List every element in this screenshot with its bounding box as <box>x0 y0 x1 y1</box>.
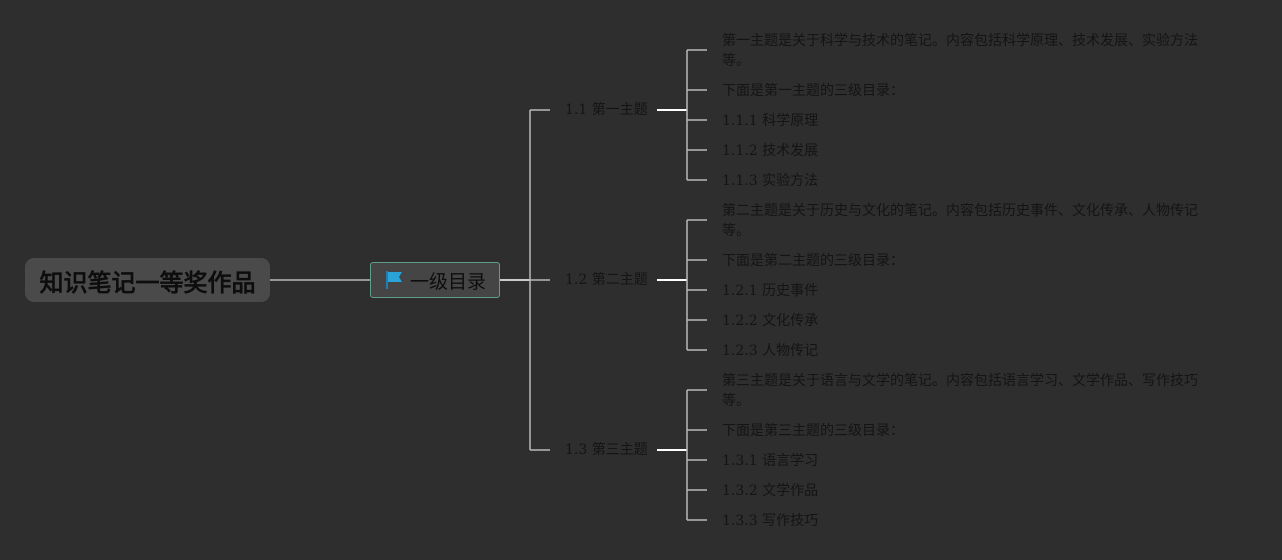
subtopic-node[interactable]: 1.3.1 语言学习 <box>722 453 819 469</box>
topic-node-2[interactable]: 1.2 第二主题 <box>565 271 648 289</box>
subtopic-node[interactable]: 1.1.3 实验方法 <box>722 173 819 189</box>
subtopic-node[interactable]: 1.2.2 文化传承 <box>722 313 819 329</box>
topic2-description[interactable]: 第二主题是关于历史与文化的笔记。内容包括历史事件、文化传承、人物传记等。 <box>722 203 1198 239</box>
subtopic-node[interactable]: 1.3.3 写作技巧 <box>722 513 819 529</box>
level1-node-label: 一级目录 <box>409 270 486 293</box>
subtopic-node[interactable]: 1.1.1 科学原理 <box>722 113 819 129</box>
root-node[interactable]: 知识笔记一等奖作品 <box>25 258 270 302</box>
subtopic-node[interactable]: 1.3.2 文学作品 <box>722 483 819 499</box>
topic1-subheading[interactable]: 下面是第一主题的三级目录： <box>722 83 904 99</box>
topic-node-label: 1.1 第一主题 <box>565 102 648 118</box>
topic-node-1[interactable]: 1.1 第一主题 <box>565 101 648 119</box>
topic3-description[interactable]: 第三主题是关于语言与文学的笔记。内容包括语言学习、文学作品、写作技巧等。 <box>722 373 1198 409</box>
root-node-label: 知识笔记一等奖作品 <box>39 268 256 297</box>
subtopic-node[interactable]: 1.2.3 人物传记 <box>722 343 819 359</box>
flag-icon <box>385 271 402 289</box>
level1-node[interactable]: 一级目录 <box>370 262 500 298</box>
subtopic-node[interactable]: 1.1.2 技术发展 <box>722 143 819 159</box>
topic-node-label: 1.3 第三主题 <box>565 442 648 458</box>
topic3-subheading[interactable]: 下面是第三主题的三级目录： <box>722 423 904 439</box>
topic-node-label: 1.2 第二主题 <box>565 272 648 288</box>
topic1-description[interactable]: 第一主题是关于科学与技术的笔记。内容包括科学原理、技术发展、实验方法等。 <box>722 33 1198 69</box>
topic-node-3[interactable]: 1.3 第三主题 <box>565 441 648 459</box>
subtopic-node[interactable]: 1.2.1 历史事件 <box>722 283 819 299</box>
topic2-subheading[interactable]: 下面是第二主题的三级目录： <box>722 253 904 269</box>
